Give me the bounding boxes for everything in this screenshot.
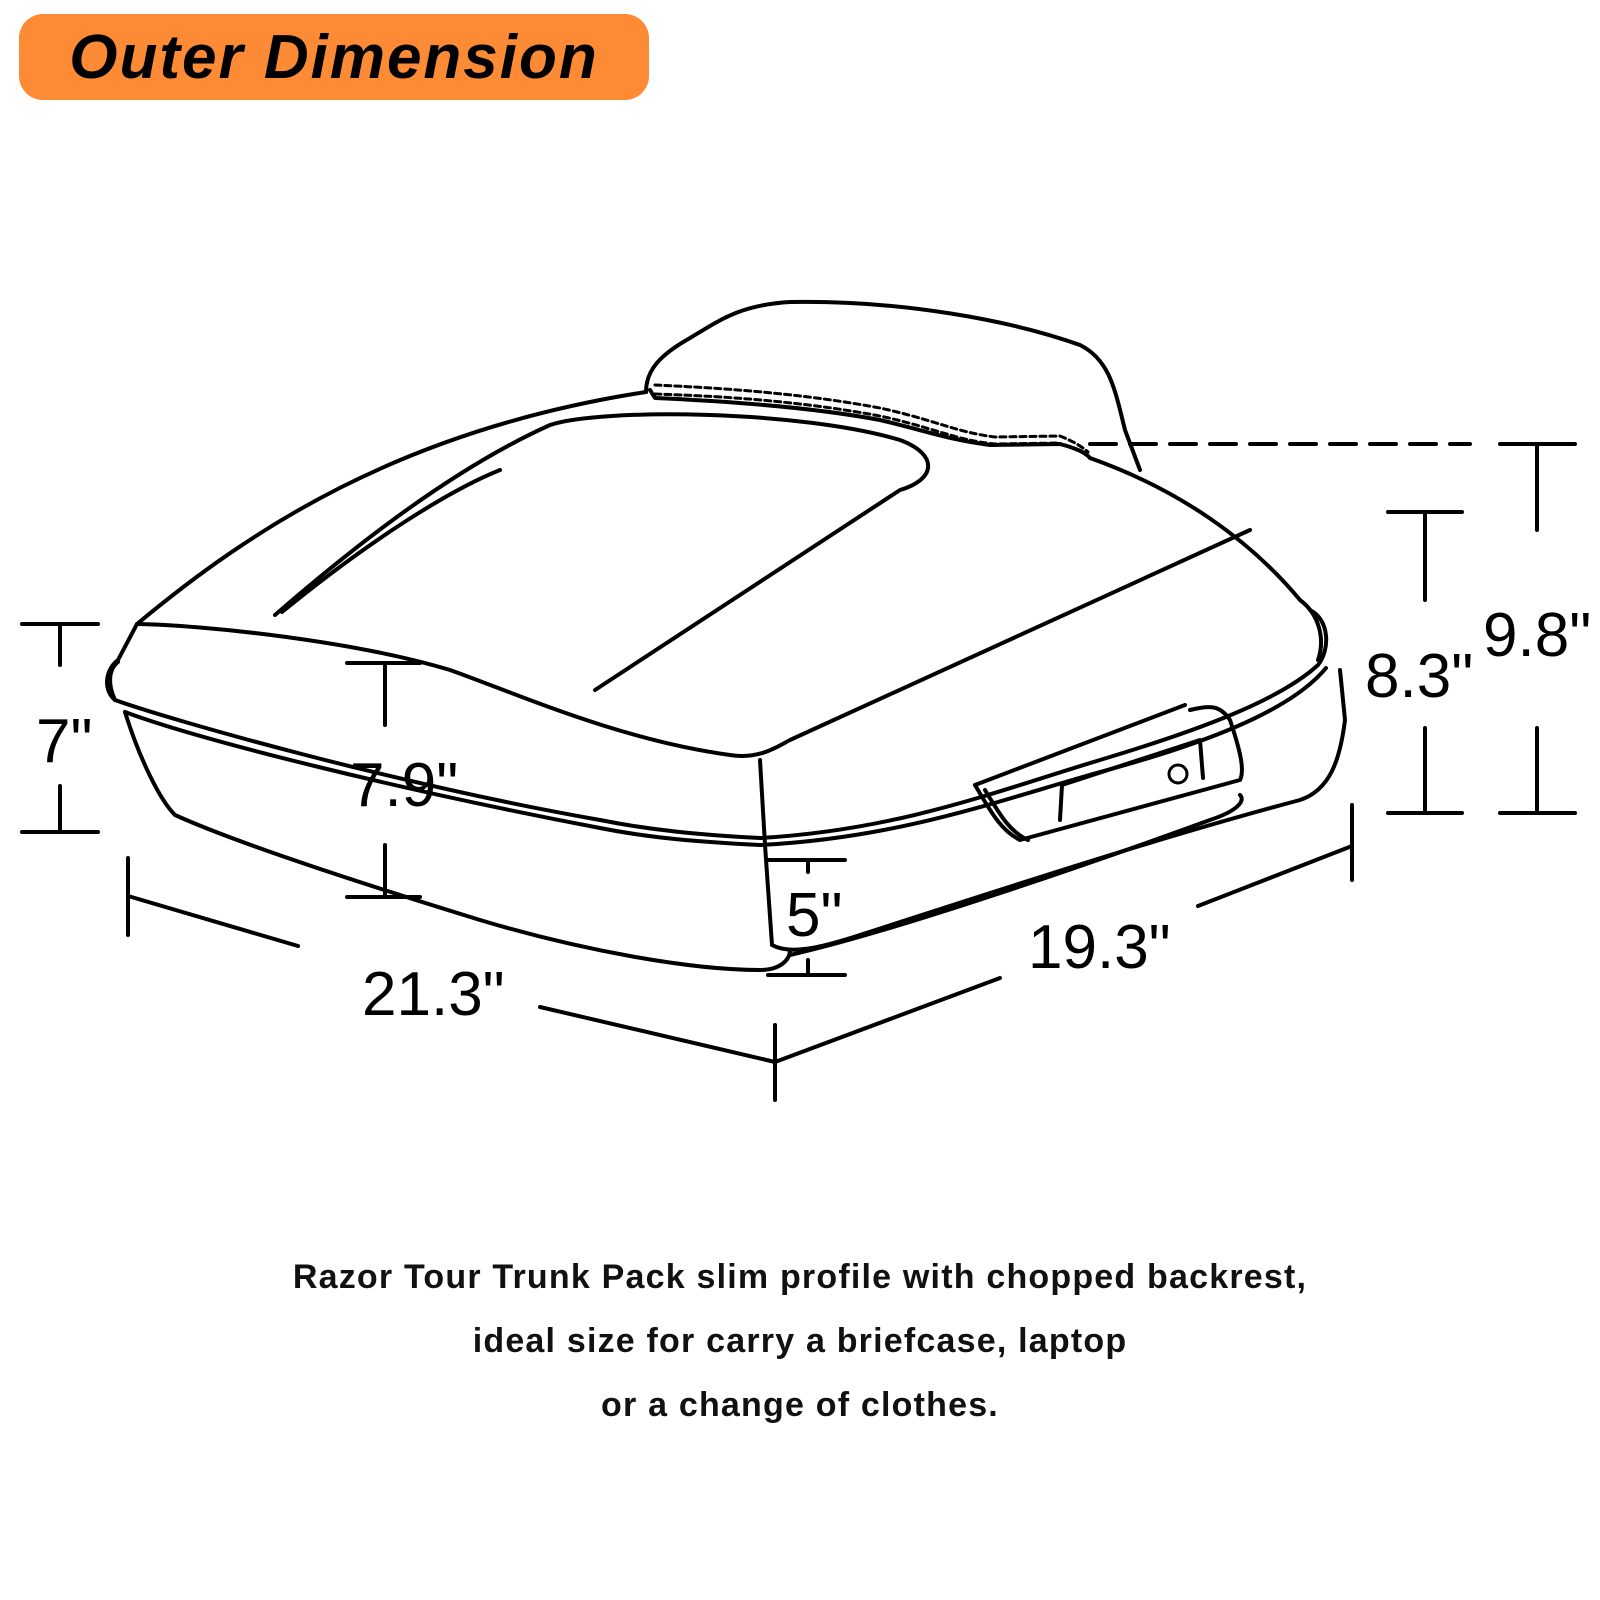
backrest (644, 299, 1142, 472)
dim-lower-height: 5" (786, 881, 843, 950)
dim-left-height: 7" (36, 707, 93, 776)
dimension-lines (20, 442, 1577, 1102)
caption-line-1: Razor Tour Trunk Pack slim profile with … (292, 1258, 1308, 1296)
dim-width: 21.3" (362, 960, 505, 1029)
dim-front-height: 7.9" (350, 751, 458, 820)
dim-depth: 19.3" (1028, 913, 1171, 982)
dim-overall-height: 9.8" (1483, 601, 1591, 670)
caption-line-3: or a change of clothes. (601, 1386, 999, 1424)
caption-line-2: ideal size for carry a briefcase, laptop (472, 1322, 1128, 1360)
trunk-base (123, 668, 1347, 972)
title-badge: Outer Dimension (19, 14, 649, 100)
page-title: Outer Dimension (69, 22, 599, 92)
dim-body-height: 8.3" (1365, 642, 1473, 711)
trunk-lid (105, 390, 1329, 847)
